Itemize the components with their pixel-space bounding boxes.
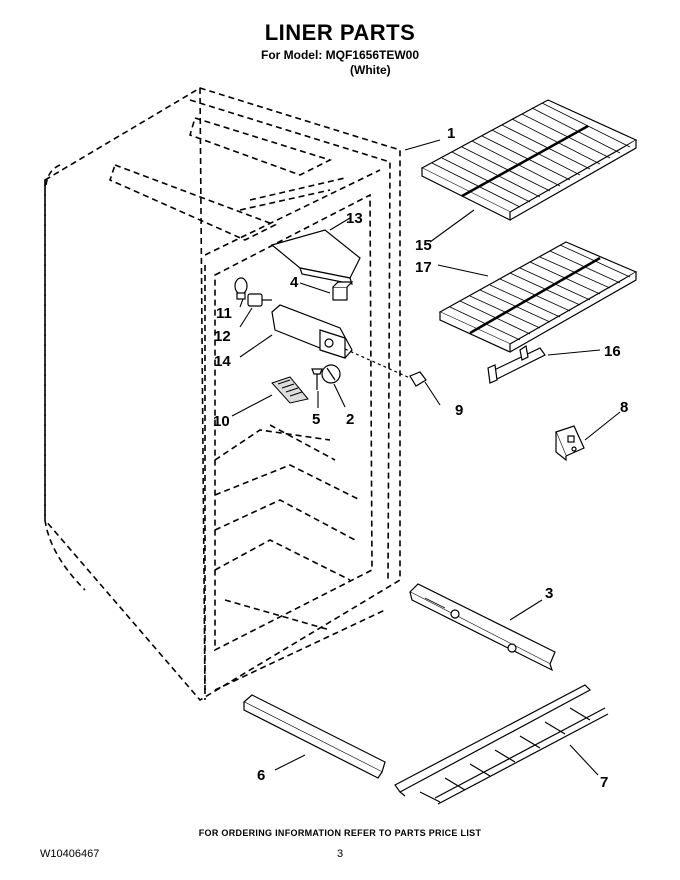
- switch-part-4: [332, 281, 354, 301]
- callout-5: 5: [312, 411, 320, 428]
- shelf-part-15: [420, 99, 638, 221]
- callout-7: 7: [600, 774, 608, 791]
- callout-4: 4: [290, 274, 299, 291]
- callout-17: 17: [415, 259, 432, 276]
- basket-part-7: [394, 684, 609, 805]
- door-switch-part-8: [555, 425, 585, 462]
- leader-lines: [231, 139, 621, 776]
- callout-13: 13: [346, 210, 363, 227]
- socket-part-12: [247, 293, 272, 307]
- callout-10: 10: [213, 413, 230, 430]
- trim-part-6: [242, 694, 386, 779]
- callout-6: 6: [257, 767, 265, 784]
- knob-part-2: [321, 364, 341, 384]
- ordering-note: FOR ORDERING INFORMATION REFER TO PARTS …: [198, 828, 482, 838]
- callout-1: 1: [447, 125, 455, 142]
- rail-part-3: [408, 583, 556, 672]
- callout-3: 3: [545, 585, 553, 602]
- model-line: For Model: MQF1656TEW00: [260, 48, 420, 62]
- callout-9: 9: [455, 402, 463, 419]
- bracket-top-part-13: [270, 229, 361, 285]
- page-title: LINER PARTS: [264, 20, 416, 45]
- callout-15: 15: [415, 237, 432, 254]
- document-number: W10406467: [40, 848, 100, 860]
- cabinet-liner-outline: [44, 87, 401, 702]
- callout-12: 12: [214, 328, 231, 345]
- callout-11: 11: [216, 305, 232, 322]
- shelf-bracket-part-16: [487, 344, 546, 384]
- callout-8: 8: [620, 399, 628, 416]
- callout-2: 2: [346, 411, 354, 428]
- light-shield-part-10: [271, 376, 309, 404]
- model-variant: (White): [350, 63, 391, 77]
- page-number: 3: [337, 848, 344, 860]
- housing-part-14: [271, 304, 353, 359]
- screw-part-5: [311, 368, 323, 390]
- callout-labels: 1 2 3 4 5 6 7 8 9 10 11 12 13 14 15 16 1…: [213, 125, 628, 791]
- connector-part-9: [344, 348, 427, 387]
- callout-14: 14: [214, 353, 231, 370]
- shelf-part-17: [438, 241, 638, 353]
- callout-16: 16: [604, 343, 621, 360]
- bulb-part-11: [234, 277, 248, 300]
